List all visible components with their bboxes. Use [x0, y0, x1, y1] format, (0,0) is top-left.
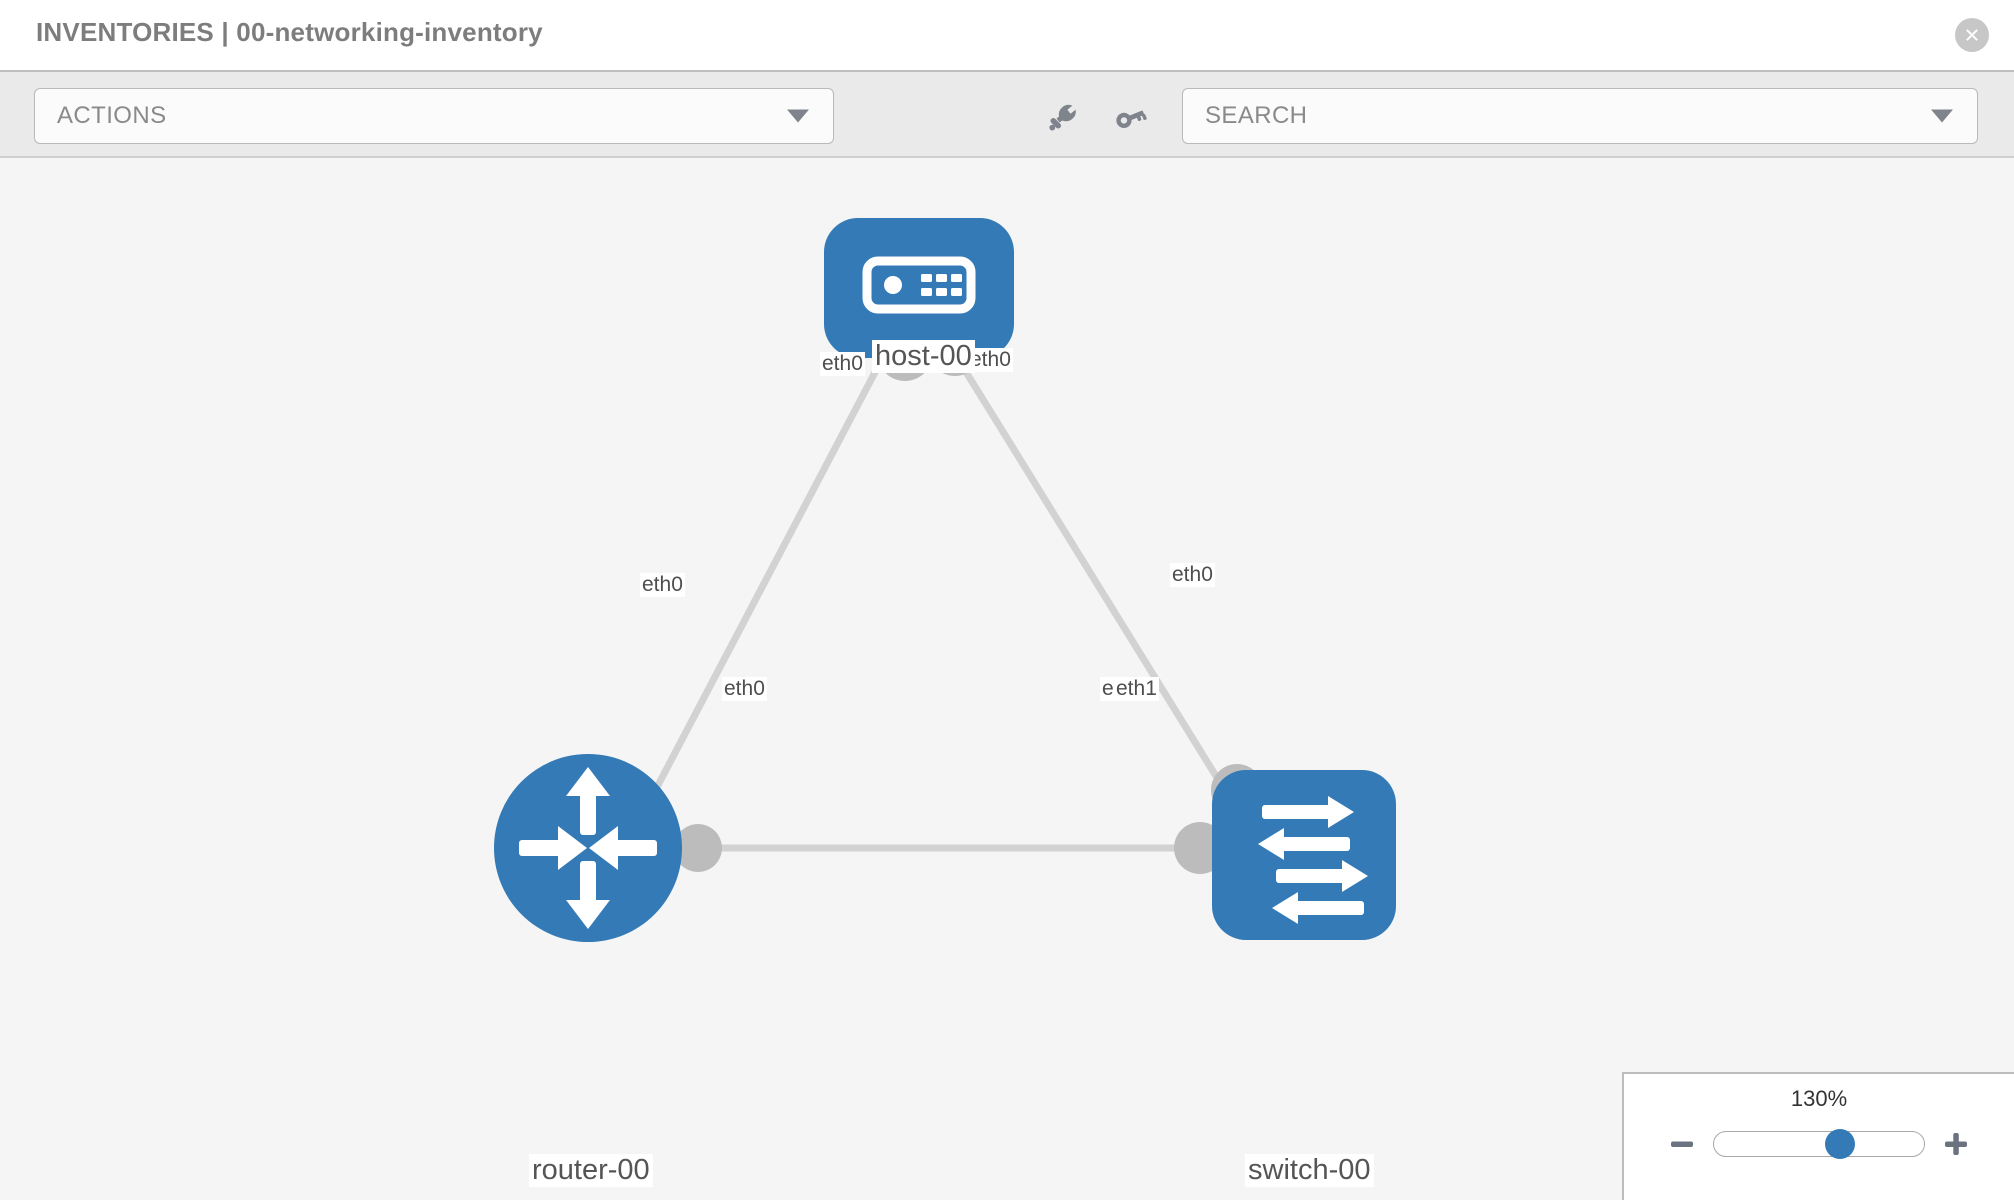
- edge-label: eth0: [820, 352, 865, 377]
- node-router-00: [494, 754, 682, 942]
- chevron-down-icon: [1931, 109, 1953, 123]
- topology-connectors: [674, 320, 1263, 874]
- key-icon[interactable]: [1108, 96, 1152, 140]
- link-host-switch: [942, 336, 1248, 825]
- zoom-in-button[interactable]: [1939, 1127, 1973, 1161]
- page-title: INVENTORIES | 00-networking-inventory: [36, 17, 543, 47]
- zoom-control-panel: 130%: [1622, 1072, 2014, 1200]
- edge-label: eth0: [722, 677, 767, 702]
- node-label-host-00: host-00: [872, 340, 975, 374]
- topology-canvas[interactable]: eth0 eth0 eth0 eth0 eth0 eth eth1 host-0…: [0, 158, 2014, 1200]
- wrench-icon[interactable]: [1040, 96, 1084, 140]
- actions-dropdown-label: ACTIONS: [57, 102, 167, 129]
- zoom-out-button[interactable]: [1665, 1127, 1699, 1161]
- actions-dropdown[interactable]: ACTIONS: [34, 88, 834, 144]
- edge-label: eth0: [640, 573, 685, 598]
- search-placeholder: SEARCH: [1205, 102, 1308, 129]
- node-label-router-00: router-00: [529, 1154, 653, 1188]
- topology-links: [621, 336, 1248, 852]
- search-input[interactable]: SEARCH: [1182, 88, 1978, 144]
- close-icon[interactable]: [1955, 18, 1989, 52]
- node-label-switch-00: switch-00: [1245, 1154, 1374, 1188]
- node-host-00: [824, 218, 1014, 358]
- link-host-router: [621, 336, 897, 850]
- page-header: INVENTORIES | 00-networking-inventory: [0, 0, 2014, 70]
- chevron-down-icon: [787, 109, 809, 123]
- edge-label: eth0: [968, 348, 1013, 373]
- edge-label: eth1: [1114, 677, 1159, 702]
- zoom-level-value: 130%: [1790, 1086, 1848, 1111]
- toolbar: ACTIONS: [0, 70, 2014, 158]
- connector-router-right: [674, 824, 722, 872]
- edge-label: eth0: [1170, 563, 1215, 588]
- zoom-slider[interactable]: [1713, 1129, 1925, 1159]
- zoom-slider-thumb[interactable]: [1825, 1129, 1855, 1159]
- node-switch-00: [1212, 770, 1396, 940]
